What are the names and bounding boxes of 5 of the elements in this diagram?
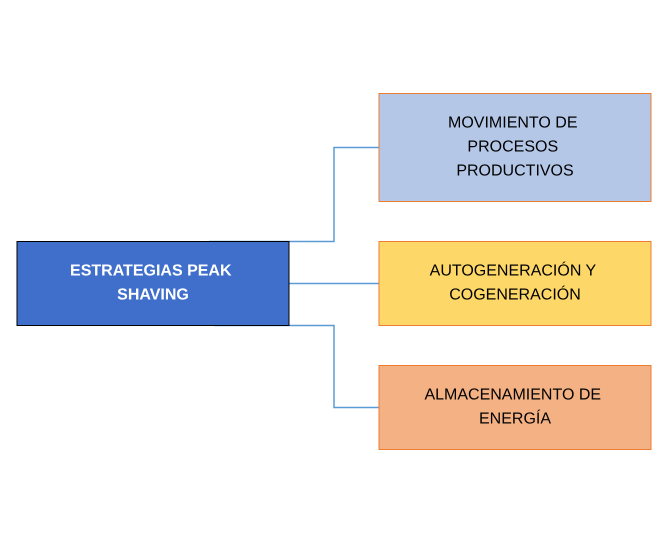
node-box: MOVIMIENTO DE PROCESOS PRODUCTIVOS [378, 93, 651, 202]
node-box: ESTRATEGIAS PEAK SHAVING [16, 241, 289, 326]
connector [288, 282, 380, 284]
node-box: ALMACENAMIENTO DE ENERGÍA [378, 365, 651, 450]
node-box: AUTOGENERACIÓN Y COGENERACIÓN [378, 241, 651, 326]
